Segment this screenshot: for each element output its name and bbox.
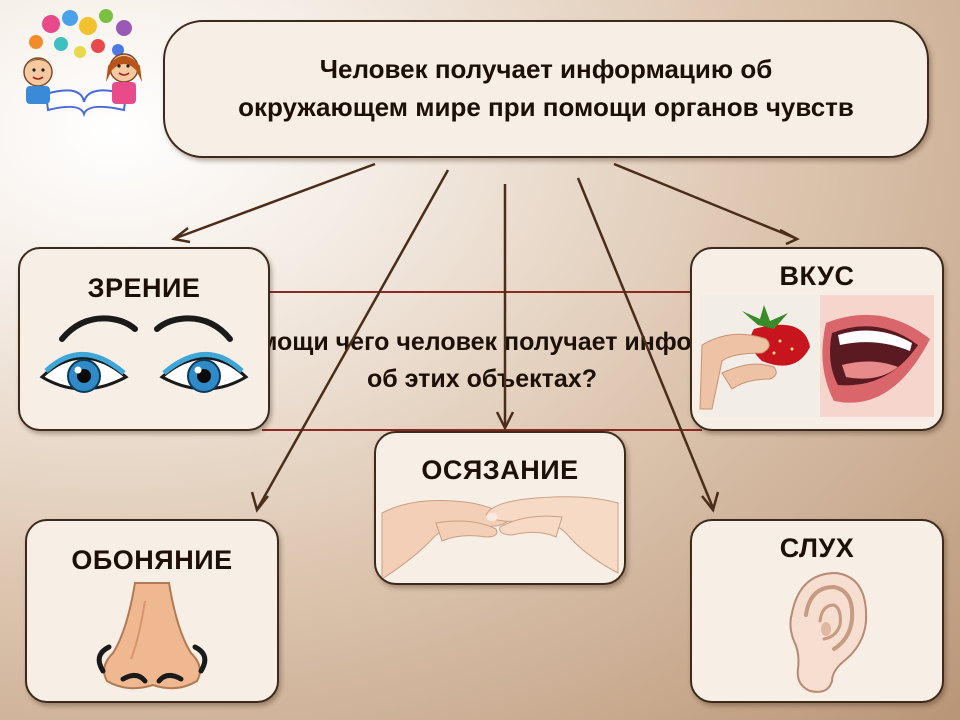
ear-icon bbox=[789, 571, 868, 693]
fingers-icon bbox=[699, 333, 777, 410]
left-hand-icon bbox=[381, 500, 509, 580]
main-statement-line-1: Человек получает информацию об bbox=[319, 54, 773, 85]
strawberry-icon bbox=[742, 305, 810, 366]
smell-label: ОБОНЯНИЕ bbox=[71, 545, 233, 575]
hearing-label: СЛУХ bbox=[779, 533, 855, 563]
main-statement-line-2: окружающем мире при помощи органов чувст… bbox=[238, 92, 854, 122]
mouth-icon bbox=[822, 314, 930, 403]
arrow-to-vision bbox=[175, 162, 376, 240]
taste-box: ВКУС bbox=[690, 247, 944, 431]
vision-box: ЗРЕНИЕ bbox=[18, 247, 270, 431]
touch-box: ОСЯЗАНИЕ bbox=[374, 431, 626, 585]
main-statement-box: Человек получает информацию об окружающе… bbox=[163, 20, 929, 158]
kids-book-logo bbox=[23, 9, 142, 118]
floating-symbols bbox=[29, 9, 132, 58]
arrow-to-taste bbox=[613, 162, 796, 240]
question-line-2: об этих объектах? bbox=[367, 365, 597, 393]
question-band: При помощи чего человек получает информа… bbox=[262, 291, 702, 431]
vision-label: ЗРЕНИЕ bbox=[87, 273, 201, 303]
touch-label: ОСЯЗАНИЕ bbox=[421, 455, 579, 485]
hearing-box: СЛУХ bbox=[690, 519, 944, 703]
smell-box: ОБОНЯНИЕ bbox=[25, 519, 279, 703]
ear-illustration bbox=[789, 571, 868, 693]
right-hand-icon bbox=[485, 496, 619, 574]
nose-illustration bbox=[96, 582, 208, 690]
eyes-illustration bbox=[39, 315, 249, 393]
taste-label: ВКУС bbox=[779, 261, 855, 291]
hands-illustration bbox=[381, 496, 619, 580]
taste-illustration bbox=[699, 295, 934, 417]
question-line-1: При помощи чего человек получает информа… bbox=[262, 327, 702, 356]
right-eye-icon bbox=[154, 315, 249, 393]
nose-icon bbox=[96, 582, 208, 690]
left-eye-icon bbox=[39, 315, 138, 393]
